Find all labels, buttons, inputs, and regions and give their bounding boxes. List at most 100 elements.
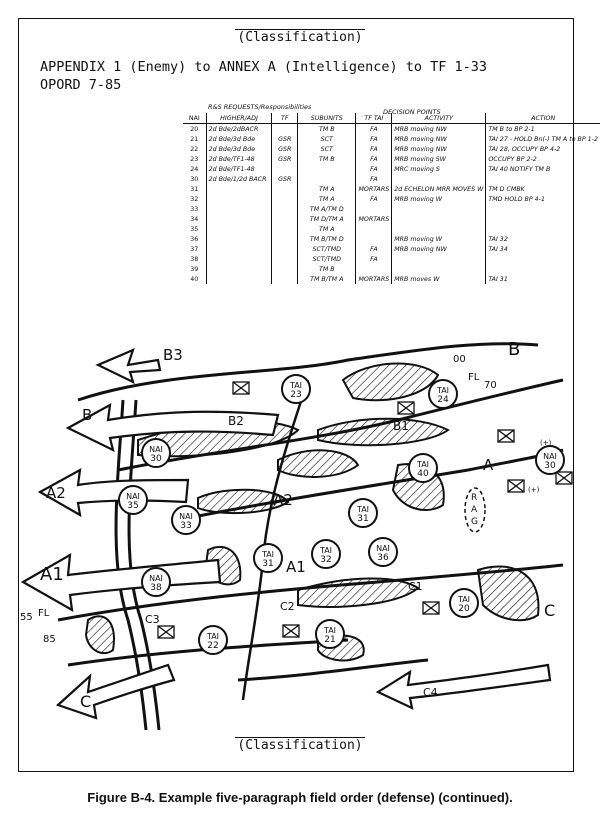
marker-type: TAI <box>436 386 449 395</box>
boundary-line <box>237 658 429 682</box>
table-cell <box>205 264 272 274</box>
table-cell <box>271 224 298 234</box>
marker-number: 23 <box>290 390 301 400</box>
table-cell <box>391 254 486 264</box>
label-70: 70 <box>484 380 497 391</box>
table-cell: TM B <box>297 264 356 274</box>
unit-symbol <box>507 479 525 493</box>
unit-symbol <box>157 625 175 639</box>
table-cell: 30 <box>190 175 199 183</box>
table-cell <box>355 234 392 244</box>
table-cell: 32 <box>190 195 199 203</box>
table-cell: 33 <box>190 205 199 213</box>
marker-type: TAI <box>323 626 336 635</box>
table-cell: SCT <box>297 144 356 154</box>
table-cell <box>205 254 272 264</box>
table-cell: MRB moves W <box>391 274 486 284</box>
rag-oval <box>464 487 486 533</box>
table-cell: FA <box>355 154 392 164</box>
figure-caption: Figure B-4. Example five-paragraph field… <box>87 790 513 805</box>
col-header: ACTION <box>485 113 600 124</box>
table-cell: TM B/TM D <box>297 234 356 244</box>
table-cell <box>485 264 600 274</box>
table-cell: GSR <box>271 134 298 144</box>
marker-type: TAI <box>289 381 302 390</box>
table-cell: FA <box>355 164 392 174</box>
col-header: NAI <box>183 113 207 124</box>
table-cell: 2d Bde/3d Bde <box>205 134 272 144</box>
label-c4: C4 <box>423 686 438 699</box>
marker-type: NAI <box>149 574 163 583</box>
table-cell <box>271 264 298 274</box>
table-cell: MORTARS <box>355 274 392 284</box>
marker-type: NAI <box>126 492 140 501</box>
unit-symbols <box>157 381 573 639</box>
label-a1-center: A1 <box>286 558 306 576</box>
label-a1-left: A1 <box>40 564 64 585</box>
label-fl-left: FL <box>38 608 50 619</box>
marker-number: 30 <box>544 461 556 471</box>
table-cell: OCCUPY BP 2-2 <box>485 154 600 164</box>
table-header-row: NAI HIGHER/ADJ TF SUBUNITS TF TAI ACTIVI… <box>183 113 600 124</box>
table-cell <box>271 254 298 264</box>
table-cell: TM A <box>297 184 356 194</box>
label-fl-right: FL <box>468 372 480 383</box>
marker-type: TAI <box>457 595 470 604</box>
table-cell <box>485 204 600 214</box>
table-cell <box>271 164 298 174</box>
table-cell: TM D CMBK <box>485 184 600 194</box>
table-cell <box>391 204 486 214</box>
table-cell <box>391 214 486 224</box>
marker-type: TAI <box>356 505 369 514</box>
marker-number: 35 <box>127 501 138 511</box>
table-cell: MORTARS <box>355 184 392 194</box>
classification-top: (Classification) <box>235 29 365 45</box>
arrow-b <box>65 402 280 453</box>
table-cell <box>297 174 356 184</box>
table-cell: MRB moving NW <box>391 144 486 154</box>
table-cell: TAI 34 <box>485 244 600 254</box>
appendix-title-line2: OPORD 7-85 <box>40 77 122 93</box>
table-cell <box>355 204 392 214</box>
appendix-title-line1: APPENDIX 1 (Enemy) to ANNEX A (Intellige… <box>40 59 488 75</box>
table-cell: 39 <box>190 265 199 273</box>
label-rag-r: R <box>471 493 477 503</box>
label-a2-center: A2 <box>273 491 293 509</box>
unit-symbol <box>397 401 415 415</box>
label-00: 00 <box>453 354 466 365</box>
col-header: TF <box>271 113 298 124</box>
label-b1: B1 <box>393 419 409 433</box>
table-cell <box>205 214 272 224</box>
marker-type: NAI <box>376 544 390 553</box>
table-cell <box>205 184 272 194</box>
marker-number: 22 <box>207 641 218 651</box>
arrow-a2 <box>37 467 190 518</box>
label-b2: B2 <box>228 414 244 428</box>
marker-type: NAI <box>149 445 163 454</box>
label-c2: C2 <box>280 600 295 613</box>
table-cell: TMD HOLD BP 4-1 <box>485 194 600 204</box>
label-c1: C1 <box>408 580 423 593</box>
table-cell <box>205 194 272 204</box>
table-cell: 2d Bde/3d Bde <box>205 144 272 154</box>
marker-number: 33 <box>180 521 191 531</box>
table-cell: 2d Bde/TF1-48 <box>205 154 272 164</box>
table-cell <box>271 244 298 254</box>
label-85: 85 <box>43 634 56 645</box>
table-cell: TAI 28, OCCUPY BP 4-2 <box>485 144 600 154</box>
marker-number: 20 <box>458 604 470 614</box>
table-cell: 2d Bde/1/2d BACR <box>205 174 272 184</box>
arrow-c4 <box>375 663 552 710</box>
